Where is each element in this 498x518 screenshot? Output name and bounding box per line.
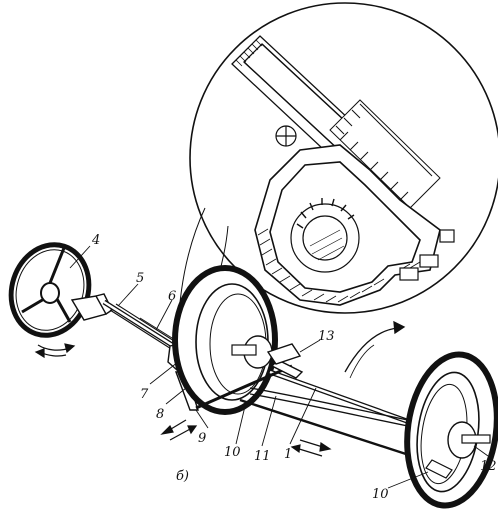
- label-7: 7: [140, 387, 149, 402]
- drag-link-motion-arrows: [160, 419, 198, 441]
- housing-bolts: [399, 229, 455, 281]
- label-9: 9: [198, 431, 206, 446]
- worm-screw: [329, 99, 441, 209]
- wheel-rotation-arrows: [34, 343, 76, 359]
- left-wheel: [172, 265, 278, 415]
- label-5: 5: [136, 271, 144, 286]
- right-wheel: [404, 351, 498, 509]
- steering-column: [70, 293, 189, 353]
- callout-leaders: [69, 245, 489, 489]
- bearing: [275, 125, 297, 147]
- figure-caption: б): [176, 469, 189, 484]
- magnified-gearbox-detail: [189, 2, 498, 314]
- label-10-left: 10: [224, 445, 241, 460]
- steering-wheel: [8, 242, 92, 338]
- label-8: 8: [156, 407, 164, 422]
- label-11: 11: [254, 449, 271, 464]
- label-13: 13: [318, 329, 335, 344]
- sector-gear: [290, 198, 360, 273]
- label-1: 1: [284, 447, 292, 462]
- tie-rod-motion-arrows: [290, 439, 332, 457]
- label-10-right: 10: [372, 487, 389, 502]
- label-6: 6: [168, 289, 176, 304]
- label-4: 4: [91, 233, 100, 248]
- rotation-arrow: [344, 320, 406, 379]
- label-12: 12: [480, 459, 497, 474]
